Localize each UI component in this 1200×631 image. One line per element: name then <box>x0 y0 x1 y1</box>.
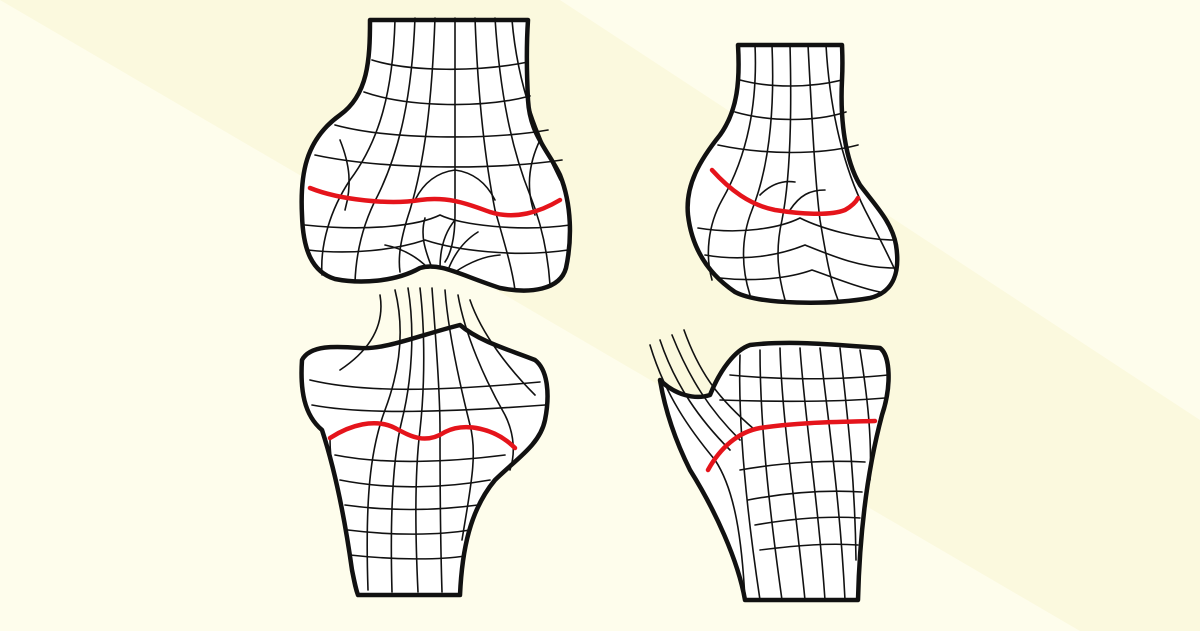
femur-right-growth-line <box>709 167 861 217</box>
tibia-right-growth-line <box>705 418 878 473</box>
femur-distal-right <box>685 42 900 305</box>
femur-left-outline <box>299 17 573 293</box>
femur-right-outline <box>685 42 900 305</box>
tibia-proximal-left <box>299 287 550 598</box>
femur-distal-left <box>299 17 573 293</box>
tibia-proximal-right <box>649 329 891 603</box>
tibia-left-growth-line <box>327 421 518 451</box>
tibia-right-outline <box>657 340 891 603</box>
femur-left-fibers <box>304 17 571 291</box>
tibia-left-outline <box>299 322 550 598</box>
tibia-left-fibers <box>309 287 546 593</box>
femur-left-growth-line <box>307 185 563 218</box>
